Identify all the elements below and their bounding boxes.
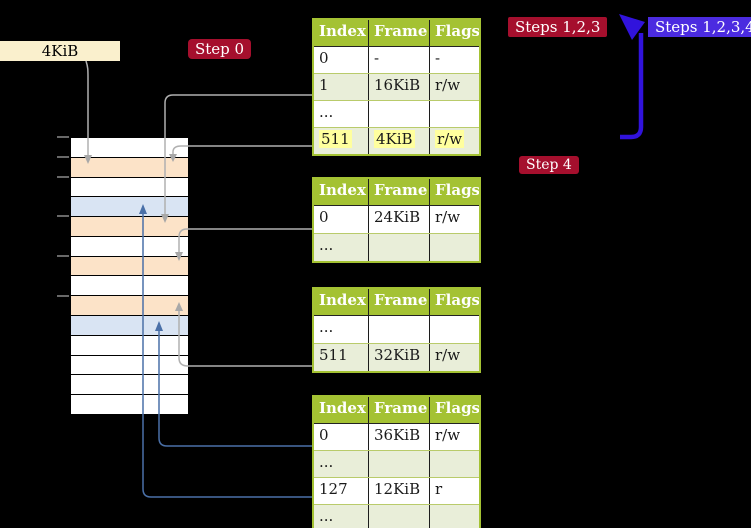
steps-flow-arrow (619, 14, 645, 140)
memory-frame-pagetable (71, 157, 188, 178)
table-cell: r/w (435, 76, 461, 94)
table-cell (430, 505, 479, 528)
table-row: ... (314, 450, 479, 477)
memory-frame-free (71, 178, 188, 198)
table-cell: 0 (314, 47, 369, 73)
arrow-t2-24kib-to-frame (178, 228, 312, 252)
table-cell: r/w (435, 426, 461, 444)
table-cell: 0 (314, 424, 369, 450)
table-cell (369, 234, 430, 261)
memory-frame-free (71, 375, 188, 396)
frame-address-label: 4KiB (0, 41, 120, 61)
column-header: Frame (369, 397, 430, 423)
step0-badge: Step 0 (188, 39, 252, 59)
table-cell (430, 316, 479, 343)
memory-frame-free (71, 237, 188, 257)
column-header: Index (314, 397, 369, 423)
table-cell: - (369, 47, 430, 73)
table-cell: 32KiB (369, 344, 430, 371)
table-cell: r/w (435, 346, 461, 364)
table-cell (369, 451, 430, 477)
memory-frame-pagetable (71, 256, 188, 277)
table-cell: 0 (314, 206, 369, 233)
table-row: ... (314, 504, 479, 528)
memory-frame-data (71, 197, 188, 218)
column-header: Flags (435, 399, 479, 417)
table-cell: ... (314, 451, 369, 477)
column-header: Frame (369, 289, 430, 315)
table-cell: r (435, 480, 443, 498)
column-header: Flags (435, 291, 479, 309)
table-cell: r/w (435, 130, 465, 148)
physical-memory-column (70, 137, 189, 415)
table-cell: 24KiB (369, 206, 430, 233)
table-cell: r/w (435, 208, 461, 226)
column-header: Frame (369, 179, 430, 205)
column-header: Index (314, 289, 369, 315)
table-cell: ... (314, 101, 369, 127)
table-cell (369, 101, 430, 127)
table-cell: ... (314, 234, 369, 261)
steps-123-badge: Steps 1,2,3 (508, 17, 608, 37)
table-cell: ... (314, 505, 369, 528)
memory-frame-pagetable (71, 217, 188, 237)
table-cell (369, 316, 430, 343)
memory-frame-free (71, 336, 188, 356)
table-row: 0-- (314, 47, 479, 73)
step4-badge: Step 4 (519, 156, 579, 174)
steps-1234-badge: Steps 1,2,3,4 (648, 17, 751, 37)
table-row: ... (314, 316, 479, 343)
address-tick-marks (57, 136, 69, 297)
column-header: Flags (435, 22, 479, 40)
table-row: ... (314, 233, 479, 261)
table-cell: 36KiB (369, 424, 430, 450)
memory-frame-pagetable (71, 296, 188, 317)
table-cell: 12KiB (369, 478, 430, 504)
table-cell (430, 101, 479, 127)
table-cell (430, 234, 479, 261)
table-cell: 127 (314, 478, 369, 504)
column-header: Index (314, 20, 369, 46)
table-cell: - (435, 49, 441, 67)
memory-frame-free (71, 276, 188, 297)
table-cell (430, 451, 479, 477)
memory-frame-free (71, 395, 188, 414)
memory-frame-free (71, 356, 188, 376)
table-cell: ... (314, 316, 369, 343)
table-cell: 1 (314, 74, 369, 100)
memory-frame-free (71, 138, 188, 158)
table-cell: 4KiB (369, 128, 430, 154)
arrow-t1-4kib-to-frame (172, 145, 312, 154)
column-header: Flags (435, 181, 479, 199)
table-cell: 16KiB (369, 74, 430, 100)
column-header: Frame (369, 20, 430, 46)
memory-frame-data (71, 316, 188, 336)
table-row: ... (314, 100, 479, 127)
arrow-t3-32kib-to-frame (178, 311, 312, 367)
table-cell: 511 (314, 344, 369, 371)
table-cell: 511 (314, 128, 369, 154)
table-cell (369, 505, 430, 528)
column-header: Index (314, 179, 369, 205)
